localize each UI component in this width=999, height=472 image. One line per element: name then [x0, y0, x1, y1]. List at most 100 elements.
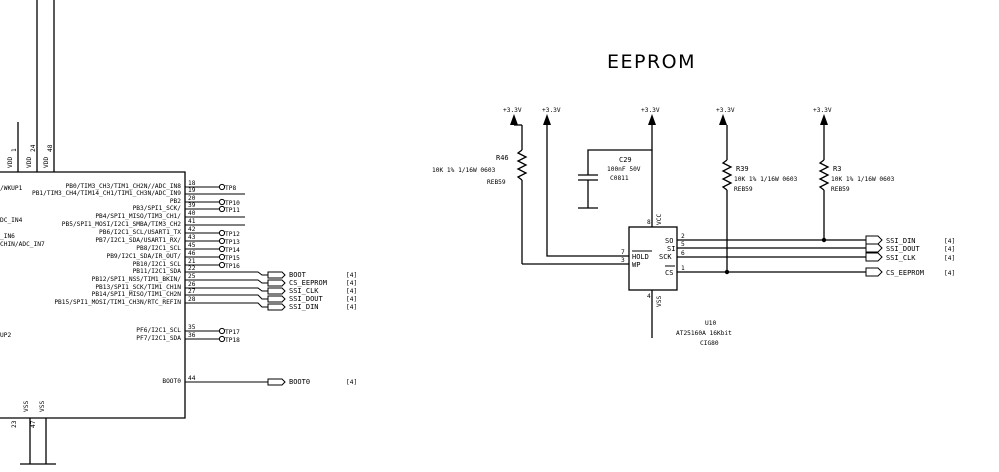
sheet-reference: [4] [346, 379, 357, 386]
net-wire [205, 271, 268, 276]
sheet-reference: [4] [346, 272, 357, 279]
offpage-connector-icon [865, 267, 883, 277]
net-label: SSI_DOUT [289, 295, 324, 303]
u10-package: CIG80 [700, 340, 719, 347]
power-arrow-icon [648, 114, 656, 125]
test-point-label: TP15 [225, 255, 240, 262]
u10-part: AT25160A 16Kbit [676, 330, 732, 337]
test-point-label: TP17 [225, 329, 240, 336]
pin-number: 25 [188, 273, 196, 280]
test-point-label: TP11 [225, 207, 240, 214]
r3-spec: 10K 1% 1/16W 0603 [831, 176, 895, 183]
pin-number: 26 [188, 281, 196, 288]
power-label: +3.3V [503, 107, 522, 114]
sheet-reference: [4] [346, 296, 357, 303]
net-wire [205, 302, 268, 308]
u10-wp-num: 3 [621, 257, 625, 264]
power-arrow-icon [820, 114, 828, 125]
u10-vss-num: 4 [647, 293, 651, 300]
offpage-connector-icon [267, 271, 286, 279]
eeprom-chip-u10: VCC 8 VSS 4 HOLD 7 WP 3 SO 2 SI 5 SCK 6 … [621, 214, 732, 347]
u10-hold-num: 7 [621, 249, 625, 256]
spi-wires [677, 237, 866, 275]
test-point-label: TP18 [225, 337, 240, 344]
offpage-connector-icon [267, 287, 286, 295]
sheet-reference: [4] [346, 280, 357, 287]
pin-number: 43 [188, 234, 196, 241]
pin-function-label: PB2 [170, 198, 181, 205]
offpage-connector-icon [267, 378, 286, 386]
pin-function-label: PB12/SPI1_NSS/TIM1_BKIN/ [92, 276, 182, 283]
net-label: BOOT [289, 271, 307, 279]
net-label: CS_EEPROM [289, 279, 327, 287]
pin-function-label: PB7/I2C1_SDA/USART1_RX/ [95, 237, 181, 244]
power-arrow-icon [510, 114, 518, 125]
vdd-label: VDD [7, 157, 14, 168]
test-point-icon [218, 183, 226, 191]
test-point-label: TP14 [225, 247, 240, 254]
pin-function-label: PB14/SPI1_MISO/TIM1_CH2N [92, 291, 182, 298]
net-label: CS_EEPROM [886, 269, 924, 277]
power-arrow-icon [719, 114, 727, 125]
c29-package: C0811 [610, 175, 629, 182]
r3-ref: R3 [833, 165, 841, 173]
pin-number: 45 [188, 242, 196, 249]
pin-number: 18 [188, 180, 196, 187]
test-point-icon [218, 205, 226, 213]
sheet-reference: [4] [944, 255, 955, 262]
u10-so-label: SO [665, 237, 673, 245]
net-label: SSI_DOUT [886, 245, 921, 253]
test-point-icon [218, 261, 226, 269]
power-arrows [510, 114, 828, 125]
r39-spec: 10K 1% 1/16W 0603 [734, 176, 798, 183]
power-label: +3.3V [542, 107, 561, 114]
c29-value: 100nF 50V [607, 166, 641, 173]
cut-off-label: _IN6 [0, 233, 15, 240]
pin-function-label: PF6/I2C1_SCL [136, 327, 181, 334]
pin-number: 21 [188, 258, 196, 265]
net-label: SSI_CLK [886, 254, 916, 262]
pin-number: 19 [188, 187, 196, 194]
pin-number: 27 [188, 288, 196, 295]
pin-number: 35 [188, 324, 196, 331]
vdd-label: VDD [26, 157, 33, 168]
pin-number: 23 [11, 420, 18, 428]
c29-ref: C29 [619, 156, 632, 164]
offpage-connector-icon [267, 303, 286, 311]
sheet-reference: [4] [944, 246, 955, 253]
power-label: +3.3V [641, 107, 660, 114]
pin-number: 28 [188, 296, 196, 303]
offpage-connector-icon [865, 243, 883, 253]
mcu-signal-pins: PB0/TIM3_CH3/TIM1_CH2N//ADC_IN8 18TP8PB1/… [32, 180, 245, 385]
offpage-connector-icon [865, 252, 883, 262]
cut-off-label: /WKUP1 [0, 185, 23, 192]
pin-number: 39 [188, 202, 196, 209]
pin-function-label: PB1/TIM3_CH4/TIM14_CH1/TIM1_CH3N/ADC_IN9 [32, 190, 181, 197]
power-label: +3.3V [716, 107, 735, 114]
u10-wp-label: WP [632, 261, 640, 269]
pin-number: 36 [188, 332, 196, 339]
test-point-label: TP16 [225, 263, 240, 270]
test-point-icon [218, 245, 226, 253]
pin-function-label: PB8/I2C1_SCL [136, 245, 181, 252]
power-rail-labels: +3.3V+3.3V+3.3V+3.3V+3.3V [503, 107, 832, 114]
pin-number: 46 [188, 250, 196, 257]
pin-function-label: PB9/I2C1_SDA/IR_OUT/ [106, 253, 181, 260]
u10-si-num: 5 [681, 241, 685, 248]
r46-ref: R46 [496, 154, 509, 162]
u10-hold-label: HOLD [632, 253, 649, 261]
test-point-label: TP8 [225, 185, 236, 192]
test-point-icon [218, 237, 226, 245]
test-point-label: TP12 [225, 231, 240, 238]
r46-package: REB59 [487, 179, 506, 186]
pin-function-label: PB0/TIM3_CH3/TIM1_CH2N//ADC_IN8 [66, 183, 182, 190]
cut-off-label: DC_IN4 [0, 217, 23, 224]
pin-number: 40 [188, 210, 196, 217]
test-point-icon [218, 253, 226, 261]
u10-sck-num: 6 [681, 250, 685, 257]
net-label: SSI_DIN [289, 303, 319, 311]
